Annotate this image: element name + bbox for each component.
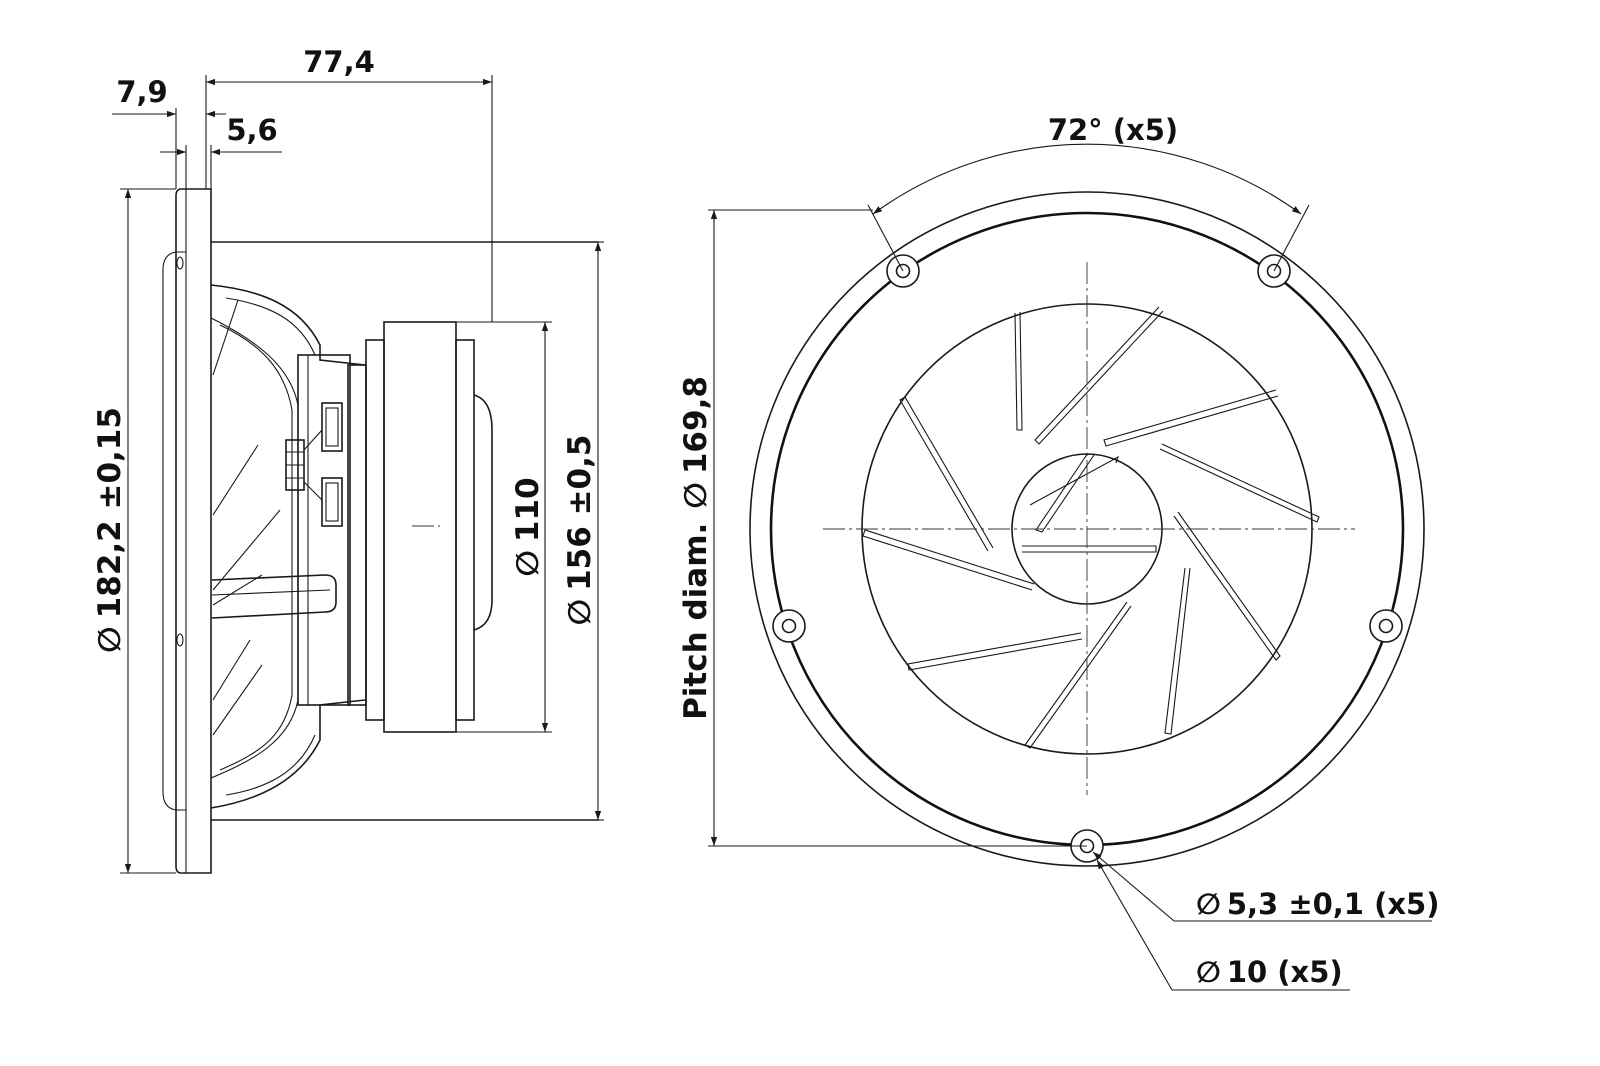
mounting-holes [772, 254, 1403, 863]
dim-hole-diameter: ∅5,3 ±0,1 (x5) [1196, 887, 1439, 921]
dim-hole-diameter-value: 5,3 ±0,1 (x5) [1227, 887, 1440, 921]
side-dimensions [112, 75, 604, 874]
diameter-symbol: ∅ [678, 482, 714, 509]
dim-pitch-prefix: Pitch diam. [678, 523, 714, 720]
dim-basket-diameter: ∅ 156 ±0,5 [562, 435, 598, 626]
diameter-symbol: ∅ [562, 599, 598, 626]
pitch-dimension [708, 209, 1087, 847]
magnet [347, 321, 493, 733]
dim-magnet-diameter-value: 110 [510, 477, 546, 542]
side-view: 77,4 7,9 5,6 ∅ 182,2 ±0,15 ∅ 110 ∅ 156 ±0,5 [92, 45, 604, 874]
dim-counterbore-diameter: ∅10 (x5) [1196, 955, 1343, 989]
diameter-symbol: ∅ [510, 550, 546, 577]
dim-outer-diameter-value: 182,2 ±0,15 [92, 407, 128, 618]
dim-flange-plate: 5,6 [226, 113, 277, 147]
dim-hole-angle: 72° (x5) [1048, 113, 1178, 147]
diameter-symbol: ∅ [92, 626, 128, 653]
dim-pitch-diameter: Pitch diam. ∅ 169,8 [678, 376, 714, 720]
mounting-hole [1369, 609, 1403, 643]
basket [210, 241, 598, 821]
dim-outer-diameter: ∅ 182,2 ±0,15 [92, 407, 128, 653]
flange-outer [749, 191, 1425, 867]
diameter-symbol: ∅ [1196, 887, 1221, 921]
mounting-hole [772, 609, 806, 643]
dim-magnet-diameter: ∅ 110 [510, 477, 546, 576]
angle-dimension [867, 143, 1310, 272]
dim-flange-total: 7,9 [116, 75, 167, 109]
terminals [285, 354, 351, 706]
front-view: 72° (x5) Pitch diam.∅169,8 ∅5,3 ±0,1 (x5… [678, 113, 1439, 991]
dim-overall-depth: 77,4 [303, 45, 375, 79]
basket-spokes [862, 306, 1320, 749]
flange [162, 188, 212, 874]
dim-pitch-value: 169,8 [678, 376, 714, 474]
diameter-symbol: ∅ [1196, 955, 1221, 989]
hole-leaders [1092, 851, 1432, 991]
dim-counterbore-diameter-value: 10 (x5) [1227, 955, 1343, 989]
dim-basket-diameter-value: 156 ±0,5 [562, 435, 598, 591]
